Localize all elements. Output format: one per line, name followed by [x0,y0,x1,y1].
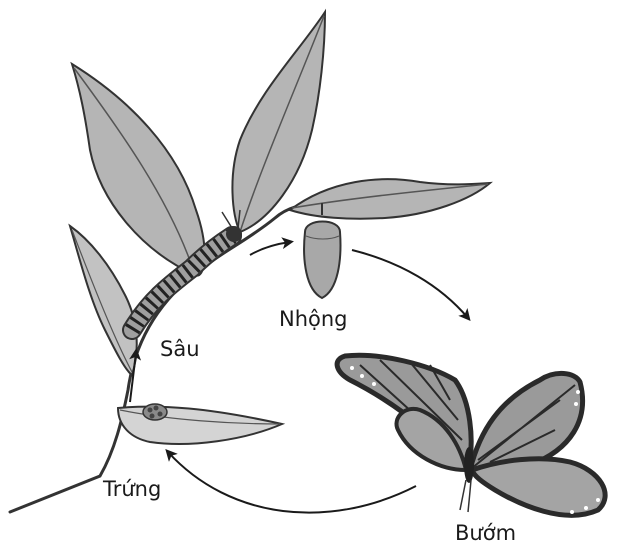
egg-cluster [143,404,167,420]
arrow-pupa-to-adult [352,250,468,318]
label-egg: Trứng [103,477,161,501]
arrow-adult-to-egg [168,452,416,513]
arrow-larva-to-pupa [250,242,290,255]
leaf-right [290,179,490,219]
leaf-upper-left [72,64,205,276]
leaf-lower-left [70,226,137,375]
label-larva: Sâu [160,337,200,361]
label-adult: Bướm [455,521,516,545]
label-pupa: Nhộng [279,307,348,331]
butterfly [337,355,605,515]
